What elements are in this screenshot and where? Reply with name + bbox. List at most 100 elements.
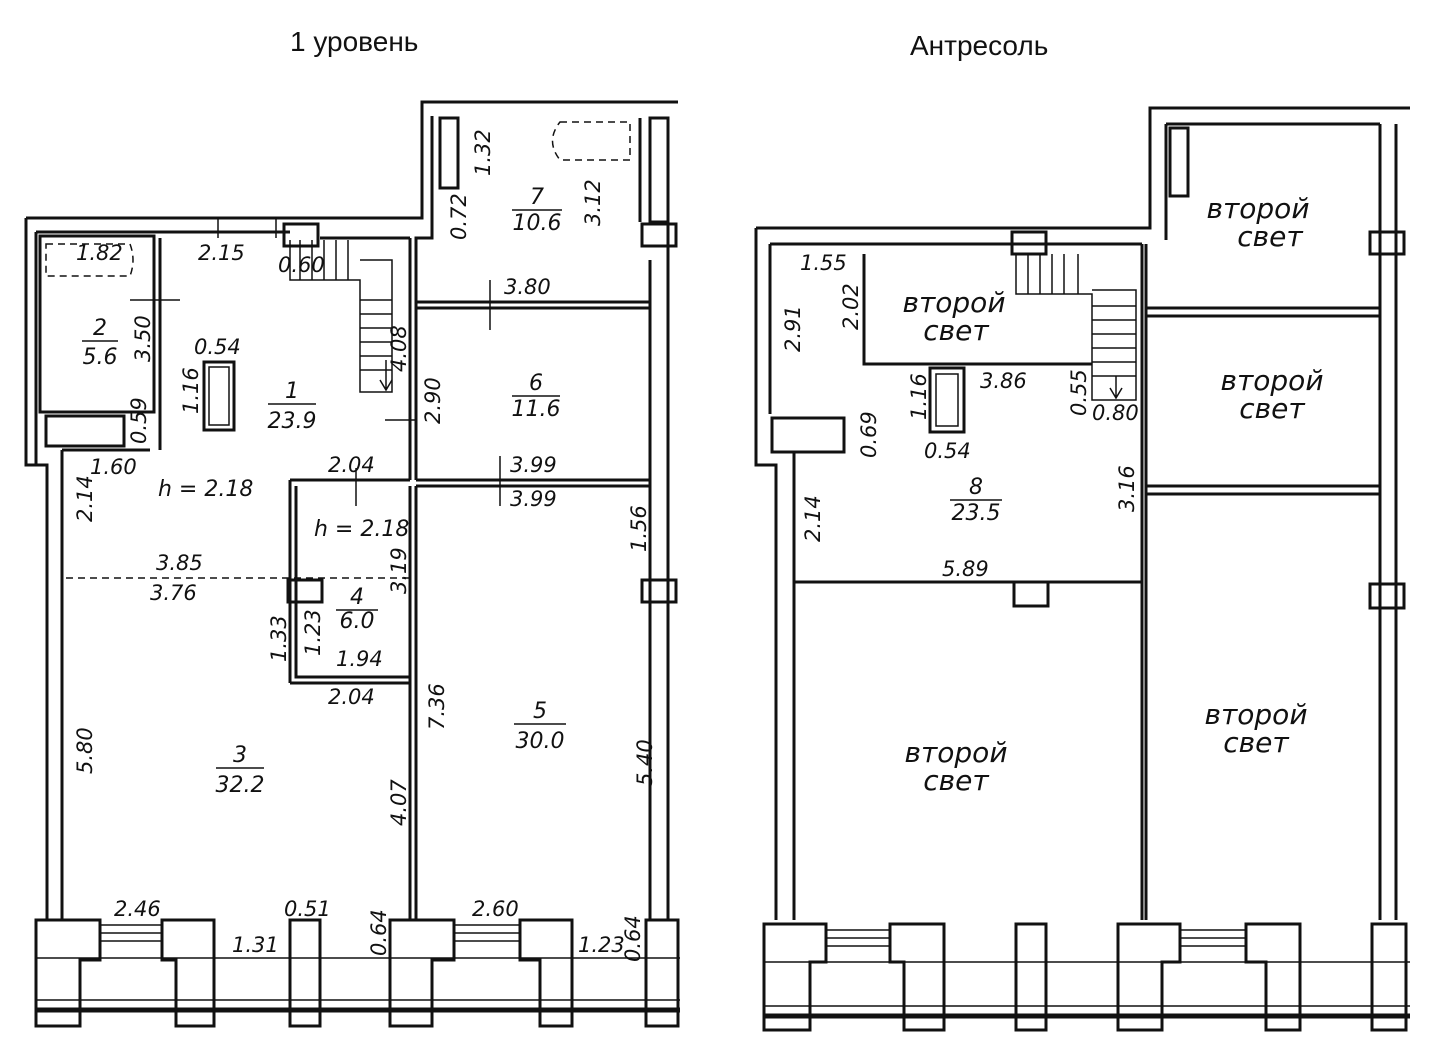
mezz-void-top <box>862 254 1092 366</box>
dim-2.15: 2.15 <box>198 241 245 265</box>
room2-number: 2 <box>93 316 107 341</box>
room2-area: 5.6 <box>83 345 118 370</box>
dim-3.99-bottom: 3.99 <box>510 487 557 511</box>
level1-window-pier-right <box>648 116 670 224</box>
mezz-staircase <box>1015 254 1137 401</box>
room1-area: 23.9 <box>268 409 317 434</box>
dim-1.16: 1.16 <box>179 367 203 414</box>
room4-area: 6.0 <box>340 609 375 634</box>
second-light-5-line1: второй <box>904 736 1007 769</box>
level1-window-pier <box>438 116 460 190</box>
room4-number: 4 <box>350 585 364 610</box>
dim-4.07: 4.07 <box>387 779 411 826</box>
mezz-partitions <box>792 122 1398 920</box>
dim-0.51: 0.51 <box>284 897 331 921</box>
dim-1.31: 1.31 <box>232 933 279 957</box>
mezz-column-outer <box>928 366 966 434</box>
dim-5.80: 5.80 <box>73 727 97 774</box>
dim-0.69: 0.69 <box>857 411 881 458</box>
dim-7.36: 7.36 <box>425 683 449 730</box>
room3-area: 32.2 <box>216 773 265 798</box>
level1-window-row <box>34 918 680 1028</box>
mezzanine-title: Антресоль <box>910 30 1049 61</box>
dim-2.04-top: 2.04 <box>328 453 375 477</box>
dim-0.64-b: 0.64 <box>621 915 645 962</box>
dim-1.82: 1.82 <box>76 241 123 265</box>
second-light-2-line2: свет <box>923 314 989 347</box>
room6-area: 11.6 <box>512 397 561 422</box>
dim-1.16-mezz: 1.16 <box>907 373 931 420</box>
dim-3.80: 3.80 <box>504 275 551 299</box>
level1-plan: 2 5.6 1 23.9 3 32.2 4 6.0 5 30.0 6 11.6 … <box>24 100 680 1028</box>
level1-wardrobe <box>44 414 126 448</box>
room5-area: 30.0 <box>516 729 565 754</box>
dim-3.99-top: 3.99 <box>510 453 557 477</box>
dim-3.86: 3.86 <box>980 369 1027 393</box>
mezz-outer-wall <box>754 106 1410 920</box>
mezzanine-plan: второй свет второй свет второй свет втор… <box>754 106 1410 1032</box>
dim-0.64-a: 0.64 <box>367 909 391 956</box>
dim-2.46: 2.46 <box>114 897 161 921</box>
dim-3.50: 3.50 <box>131 315 155 362</box>
level1-column-inner <box>208 366 230 426</box>
dim-3.85: 3.85 <box>156 551 203 575</box>
level1-shaft-right2 <box>640 578 678 604</box>
dim-0.54-mezz: 0.54 <box>924 439 971 463</box>
room8-area: 23.5 <box>952 501 1001 526</box>
dim-2.04-bottom: 2.04 <box>328 685 375 709</box>
room7-number: 7 <box>530 185 544 210</box>
second-light-3-line1: второй <box>1220 364 1323 397</box>
dim-1.60: 1.60 <box>90 455 137 479</box>
room7-area: 10.6 <box>513 211 562 236</box>
room2-bathtub <box>45 243 134 277</box>
dim-1.32: 1.32 <box>471 129 495 176</box>
room8-number: 8 <box>969 475 983 500</box>
dim-1.33: 1.33 <box>267 615 291 662</box>
dim-3.16: 3.16 <box>1115 465 1139 512</box>
dim-0.54: 0.54 <box>194 335 241 359</box>
mezz-window-row <box>762 922 1410 1032</box>
room2-walls <box>38 234 156 414</box>
dim-2.90: 2.90 <box>421 377 445 424</box>
second-light-5-line2: свет <box>923 764 989 797</box>
dim-1.55: 1.55 <box>800 251 847 275</box>
room7-bathtub <box>551 121 631 161</box>
second-light-4-line2: свет <box>1223 726 1289 759</box>
dim-4.08: 4.08 <box>387 325 411 372</box>
level1-shaft-right <box>640 222 678 248</box>
level1-inner-wall-top <box>36 116 434 480</box>
level1-shaft-top <box>282 222 320 248</box>
room1-number: 1 <box>285 379 299 404</box>
mezz-column-inner <box>935 373 959 427</box>
level1-right-wall <box>638 118 670 920</box>
mezz-shaft-mid <box>1012 580 1050 608</box>
level1-left-wall <box>60 448 150 920</box>
level1-outer-wall <box>24 100 678 920</box>
dim-3.19: 3.19 <box>387 547 411 594</box>
dim-2.91: 2.91 <box>781 305 805 352</box>
level1-staircase <box>289 240 393 393</box>
dim-1.23: 1.23 <box>301 609 325 656</box>
level1-title: 1 уровень <box>290 26 419 57</box>
dim-0.72: 0.72 <box>447 193 471 240</box>
level1-dim-ticks <box>130 218 501 506</box>
mezz-shaft-top <box>1010 230 1048 256</box>
level1-shaft-mid <box>286 578 324 604</box>
mezz-wardrobe <box>770 416 846 454</box>
dim-5.40: 5.40 <box>633 739 657 786</box>
dim-0.80: 0.80 <box>1092 401 1139 425</box>
dim-2.60: 2.60 <box>472 897 519 921</box>
dim-2.02: 2.02 <box>839 283 863 330</box>
second-light-4-line1: второй <box>1204 698 1307 731</box>
mezz-shaft-right2 <box>1368 582 1406 610</box>
dim-3.12: 3.12 <box>581 179 605 226</box>
mezz-shaft-right <box>1368 230 1406 256</box>
dim-1.94: 1.94 <box>336 647 383 671</box>
room3-number: 3 <box>233 743 247 768</box>
dim-2.14-mezz: 2.14 <box>801 495 825 542</box>
dim-3.76: 3.76 <box>150 581 197 605</box>
level1-column-outer <box>202 360 236 432</box>
height-label-2: h = 2.18 <box>314 517 409 542</box>
dim-1.23-bottom: 1.23 <box>578 933 625 957</box>
